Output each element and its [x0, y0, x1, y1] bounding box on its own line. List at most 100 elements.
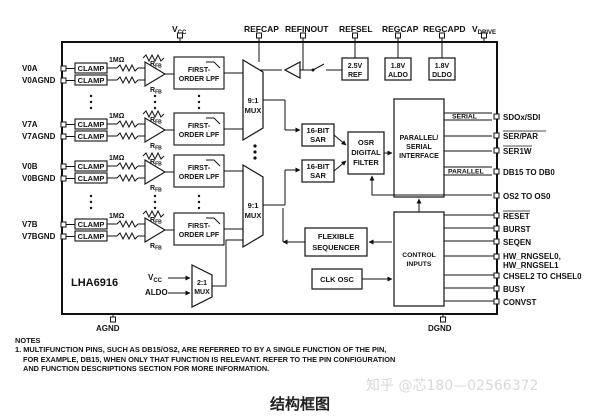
notes-line-3: AND FUNCTION DESCRIPTIONS SECTION FOR MO…: [23, 363, 270, 373]
bottom-pins: AGND DGND: [96, 314, 452, 333]
svg-text:INPUTS: INPUTS: [407, 261, 432, 268]
svg-text:RESET: RESET: [503, 212, 530, 221]
svg-text:V7BGND: V7BGND: [22, 232, 56, 241]
svg-text:OSR: OSR: [358, 138, 375, 147]
parallel-serial-interface: PARALLEL/ SERIAL INTERFACE: [393, 98, 445, 198]
reference-section: 2.5V REF 1.8V ALDO 1.8V DLDO: [259, 57, 456, 81]
svg-text:V0BGND: V0BGND: [22, 174, 56, 183]
osr-filter: OSR DIGITAL FILTER: [347, 131, 385, 175]
svg-text:FILTER: FILTER: [353, 158, 379, 167]
svg-text:CHSEL2 TO CHSEL0: CHSEL2 TO CHSEL0: [503, 272, 582, 281]
input-channels: V0A V0AGND CLAMP CLAMP 1MΩ RFB RFB FIRST…: [22, 54, 243, 252]
svg-text:CLAMP: CLAMP: [78, 132, 105, 141]
svg-text:HW_RNGSEL0,: HW_RNGSEL0,: [503, 252, 561, 261]
watermark: 知乎 @芯180—02566372: [366, 378, 539, 394]
sar-b: 16-BIT SAR: [263, 159, 335, 206]
svg-text:V0AGND: V0AGND: [22, 76, 56, 85]
svg-text:CLAMP: CLAMP: [78, 120, 105, 129]
control-inputs: CONTROL INPUTS: [393, 211, 445, 307]
pin-refcap: REFCAP: [244, 24, 279, 34]
svg-text:SER/PAR: SER/PAR: [503, 132, 538, 141]
svg-text:16-BIT: 16-BIT: [307, 126, 330, 135]
svg-text:RFB: RFB: [150, 61, 162, 70]
svg-text:CLAMP: CLAMP: [78, 174, 105, 183]
svg-text:SER1W: SER1W: [503, 147, 532, 156]
svg-text:1MΩ: 1MΩ: [109, 57, 125, 64]
svg-text:FIRST-: FIRST-: [188, 67, 211, 74]
svg-text:AGND: AGND: [96, 324, 120, 333]
notes-title: NOTES: [15, 336, 41, 345]
svg-text:SEQEN: SEQEN: [503, 238, 531, 247]
mux-b: 9:1 MUX: [242, 163, 264, 249]
svg-text:CLAMP: CLAMP: [78, 232, 105, 241]
top-pins: VCC REFCAP REFINOUT REFSEL REGCAP REGCAP…: [172, 24, 496, 62]
svg-text:RFB: RFB: [150, 185, 162, 194]
channel-v0a: V0A V0AGND CLAMP CLAMP 1MΩ RFB RFB FIRST…: [22, 54, 243, 96]
svg-text:ORDER LPF: ORDER LPF: [179, 174, 220, 181]
svg-text:CONVST: CONVST: [503, 298, 536, 307]
svg-text:16-BIT: 16-BIT: [307, 162, 330, 171]
ref-buffer: [283, 61, 301, 79]
sar-a: 16-BIT SAR: [263, 99, 335, 147]
svg-text:CLK OSC: CLK OSC: [320, 275, 354, 284]
svg-text:V7B: V7B: [22, 220, 38, 229]
svg-text:SAR: SAR: [310, 135, 326, 144]
svg-text:RFB: RFB: [150, 87, 162, 96]
part-name: LHA6916: [71, 277, 118, 289]
svg-text:FIRST-: FIRST-: [188, 123, 211, 130]
svg-text:BURST: BURST: [503, 225, 531, 234]
pin-regcap: REGCAP: [382, 24, 419, 34]
svg-text:PARALLEL/: PARALLEL/: [400, 135, 439, 142]
clk-osc: CLK OSC: [311, 268, 363, 290]
right-pins: SDOx/SDI SER/PAR SER1W DB15 TO DB0 OS2 T…: [444, 113, 582, 307]
pin-regcapd: REGCAPD: [423, 24, 466, 34]
svg-text:FLEXIBLE: FLEXIBLE: [318, 232, 354, 241]
svg-text:V0B: V0B: [22, 162, 38, 171]
svg-text:CLAMP: CLAMP: [78, 220, 105, 229]
svg-text:V7A: V7A: [22, 120, 38, 129]
svg-text:ORDER LPF: ORDER LPF: [179, 132, 220, 139]
svg-text:2.5V: 2.5V: [348, 63, 363, 70]
svg-text:SERIAL: SERIAL: [452, 114, 477, 121]
svg-text:V7AGND: V7AGND: [22, 132, 56, 141]
os-feedback-line: [369, 175, 492, 196]
figure-caption: 结构框图: [269, 395, 330, 413]
dldo-box: [428, 57, 456, 81]
svg-text:SAR: SAR: [310, 171, 326, 180]
svg-text:1MΩ: 1MΩ: [109, 213, 125, 220]
svg-text:ORDER LPF: ORDER LPF: [179, 232, 220, 239]
svg-text:HW_RNGSEL1: HW_RNGSEL1: [503, 261, 559, 270]
svg-text:ALDO: ALDO: [145, 288, 168, 297]
mux-a: 9:1 MUX: [242, 58, 264, 142]
svg-text:1MΩ: 1MΩ: [109, 113, 125, 120]
svg-text:MUX: MUX: [245, 211, 262, 220]
svg-text:DGND: DGND: [428, 324, 452, 333]
svg-text:1.8V: 1.8V: [435, 63, 450, 70]
svg-text:9:1: 9:1: [248, 201, 259, 210]
svg-text:RFB: RFB: [150, 143, 162, 152]
flexible-sequencer: FLEXIBLE SEQUENCER: [304, 227, 368, 257]
mux-2to1: 2:1 MUX: [191, 264, 213, 308]
svg-text:RFB: RFB: [150, 243, 162, 252]
channel-v7a: V7A V7AGND CLAMP CLAMP 1MΩ RFB RFB FIRST…: [22, 110, 243, 152]
svg-text:RFB: RFB: [150, 217, 162, 226]
svg-text:CONTROL: CONTROL: [402, 252, 436, 259]
aldo-box: [384, 57, 412, 81]
svg-text:RFB: RFB: [150, 159, 162, 168]
notes-line-2: FOR EXAMPLE, DB15, WHEN ONLY THAT FUNCTI…: [23, 354, 396, 364]
svg-text:CLAMP: CLAMP: [78, 64, 105, 73]
svg-text:BUSY: BUSY: [503, 285, 526, 294]
svg-text:ORDER LPF: ORDER LPF: [179, 76, 220, 83]
svg-text:VCC: VCC: [148, 273, 163, 284]
svg-text:SDOx/SDI: SDOx/SDI: [503, 113, 540, 122]
svg-text:9:1: 9:1: [248, 96, 259, 105]
svg-text:PARALLEL: PARALLEL: [448, 169, 484, 176]
svg-text:RFB: RFB: [150, 117, 162, 126]
svg-text:MUX: MUX: [194, 289, 210, 296]
notes-line-1: 1. MULTIFUNCTION PINS, SUCH AS DB15/OS2,…: [15, 345, 387, 355]
serial-bus: SERIAL: [444, 112, 492, 121]
channel-v0b: V0B V0BGND CLAMP CLAMP 1MΩ RFB RFB FIRST…: [22, 152, 243, 194]
svg-text:DIGITAL: DIGITAL: [351, 148, 381, 157]
svg-text:SEQUENCER: SEQUENCER: [312, 243, 360, 252]
